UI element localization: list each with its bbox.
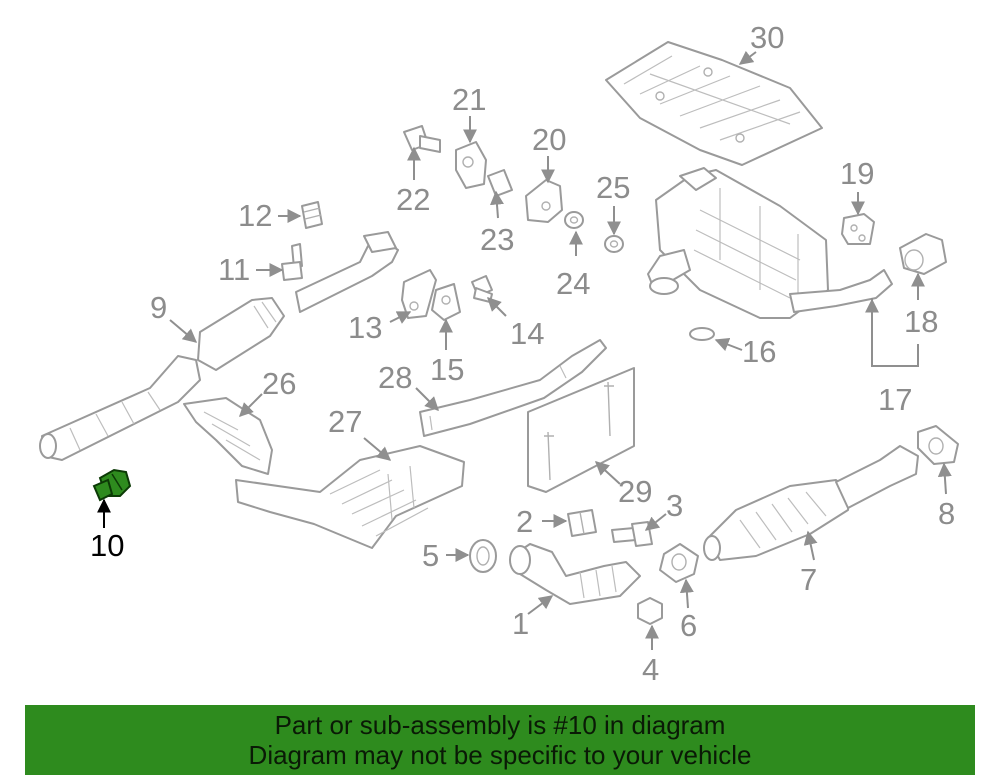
callout-3: 3 [666,488,683,523]
leader-lines [97,50,952,650]
part-21-hanger[interactable] [455,141,487,189]
banner-line-2: Diagram may not be specific to your vehi… [248,740,752,770]
callout-13: 13 [348,310,382,345]
part-2-bushing[interactable] [567,509,597,537]
exhaust-parts-diagram: 1 2 3 4 5 6 7 8 9 10 11 12 13 14 15 16 1… [39,20,959,687]
callout-15: 15 [430,352,464,387]
callout-9: 9 [150,290,167,325]
callout-16: 16 [742,334,776,369]
callout-1: 1 [512,606,529,641]
callout-7: 7 [800,562,817,597]
callout-11: 11 [218,252,250,287]
callout-10: 10 [90,528,124,563]
callout-26: 26 [262,366,296,401]
part-20-bracket[interactable] [525,179,563,223]
callout-18: 18 [904,304,938,339]
part-28-bracket[interactable] [419,339,607,437]
part-15-rubber-hanger[interactable] [431,283,461,321]
banner-line-1: Part or sub-assembly is #10 in diagram [274,710,726,740]
part-7-catalytic-converter[interactable] [703,445,919,561]
part-18-tail-pipe-tip[interactable] [899,233,947,275]
part-4-nut[interactable] [637,597,663,625]
part-29-studs-kit[interactable] [527,367,635,493]
callout-2: 2 [516,504,533,539]
part-23-bushing[interactable] [487,169,513,197]
callout-30: 30 [750,20,784,55]
part-3-bolt[interactable] [611,521,653,547]
callout-labels: 1 2 3 4 5 6 7 8 9 10 11 12 13 14 15 16 1… [90,20,955,687]
part-5-gasket[interactable] [469,539,497,573]
callout-4: 4 [642,652,659,687]
part-26-heat-shield[interactable] [183,397,273,475]
part-13-hanger-bracket[interactable] [401,269,437,319]
callout-21: 21 [452,82,486,117]
callout-8: 8 [938,496,955,531]
part-1-front-pipe[interactable] [509,543,641,605]
part-25-nut[interactable] [604,235,624,253]
callout-20: 20 [532,122,566,157]
part-9-center-pipe[interactable] [39,231,399,461]
part-19-hanger[interactable] [841,213,875,245]
callout-14: 14 [510,316,544,351]
part-8-gasket[interactable] [917,425,959,465]
part-22-bolt[interactable] [403,125,441,153]
callout-23: 23 [480,222,514,257]
part-24-washer[interactable] [564,211,584,229]
part-27-heat-shield[interactable] [235,445,465,549]
part-10-bolt[interactable] [92,468,132,502]
callout-29: 29 [618,474,652,509]
callout-22: 22 [396,182,430,217]
callout-19: 19 [840,156,874,191]
part-16-gasket[interactable] [689,327,715,341]
part-info-banner: Part or sub-assembly is #10 in diagram D… [25,705,975,775]
part-6-gasket[interactable] [659,543,699,583]
part-11-bolt[interactable] [281,243,303,281]
callout-12: 12 [238,198,272,233]
callout-25: 25 [596,170,630,205]
callout-28: 28 [378,360,412,395]
part-12-bushing[interactable] [301,201,323,229]
callout-17: 17 [878,382,912,417]
callout-5: 5 [422,538,439,573]
part-30-floor-heat-shield[interactable] [605,41,823,166]
callout-6: 6 [680,608,697,643]
callout-24: 24 [556,266,590,301]
part-17-muffler-assembly[interactable] [647,167,893,319]
callout-27: 27 [328,404,362,439]
